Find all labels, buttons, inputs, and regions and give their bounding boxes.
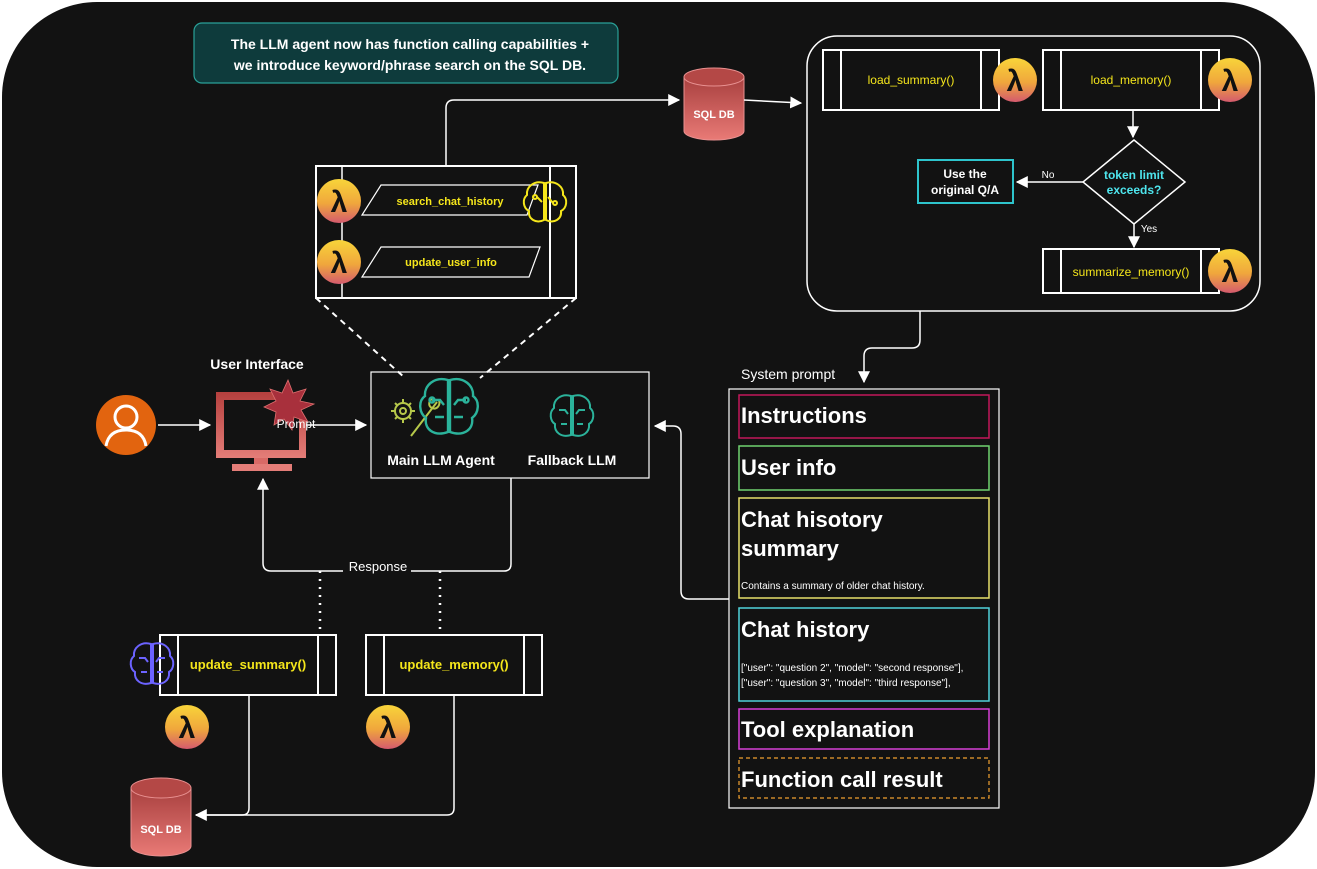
load-summary-label: load_summary() [868,73,955,87]
burst-icon [263,378,316,432]
user-info-section [738,445,990,491]
sql-db-bottom: SQL DB [130,777,192,857]
sql-db-top-label: SQL DB [693,109,734,121]
chat-summary-note: Contains a summary of older chat history… [741,581,925,592]
tool-explanation-section [738,708,990,750]
tool-explanation-label: Tool explanation [741,717,914,742]
update-summary-box: update_summary() [159,634,337,696]
update-memory-box: update_memory() [365,634,543,696]
chat-history-line: ["user": "question 3", "model": "third r… [741,678,951,689]
arrow-memory-to-system-prompt [858,311,921,384]
system-prompt-panel: Instructions User info Chat hisotory sum… [728,388,1000,809]
chat-summary-line-1: Chat hisotory [741,507,884,532]
monitor-icon [216,392,306,471]
svg-text:λ: λ [1222,256,1239,289]
fallback-agent-label: Fallback LLM [528,452,617,468]
update-user-info-label: update_user_info [405,257,497,269]
lambda-icon: λ [993,58,1037,102]
instructions-section [738,394,990,439]
lambda-icon: λ [1208,249,1252,293]
response-label: Response [349,559,408,574]
token-limit-decision: token limit exceeds? [1081,139,1187,225]
chat-history-section [738,607,990,702]
update-memory-label: update_memory() [399,657,508,672]
sql-db-bottom-label: SQL DB [140,824,181,836]
brain-circuit-yellow-icon [522,181,568,223]
yes-label: Yes [1141,224,1157,235]
use-original-line-2: original Q/A [931,183,999,197]
svg-text:λ: λ [331,247,348,280]
lambda-icon: λ [366,705,410,749]
instructions-label: Instructions [741,403,867,428]
function-result-label: Function call result [741,767,943,792]
use-original-line-1: Use the [943,167,987,181]
svg-text:λ: λ [331,186,348,219]
sql-db-top: SQL DB [683,67,745,141]
response-label-bg [343,558,411,574]
arrow-system-prompt-to-agent [653,420,729,600]
update-user-info-tool: update_user_info [360,246,541,278]
agents-box: Main LLM Agent Fallback LLM [370,371,650,479]
banner: The LLM agent now has function calling c… [193,22,619,84]
load-memory-box: load_memory() [1042,49,1220,111]
decision-line-1: token limit [1104,168,1164,182]
no-label: No [1042,170,1055,181]
use-original-box: Use the original Q/A [917,159,1014,204]
chat-history-line: ["user": "question 2", "model": "second … [741,663,963,674]
svg-text:λ: λ [1007,65,1024,98]
brain-circuit-teal-icon [419,377,479,435]
lambda-icon: λ [165,705,209,749]
arrow-tools-to-sqldb [445,94,681,166]
chat-summary-line-2: summary [741,536,840,561]
user-info-label: User info [741,455,836,480]
load-summary-box: load_summary() [822,49,1000,111]
summarize-memory-label: summarize_memory() [1073,265,1190,279]
zoom-line-right [479,297,577,379]
load-memory-label: load_memory() [1091,73,1172,87]
arrow-sqldb-to-memory [743,96,803,109]
lambda-icon: λ [1208,58,1252,102]
svg-text:λ: λ [1222,65,1239,98]
lambda-icon: λ [317,240,361,284]
lambda-icon: λ [317,179,361,223]
banner-text-line-1: The LLM agent now has function calling c… [231,36,589,52]
chat-summary-section [738,497,990,599]
main-agent-label: Main LLM Agent [387,452,495,468]
svg-text:λ: λ [380,712,397,745]
search-chat-history-label: search_chat_history [397,196,505,208]
svg-text:λ: λ [179,712,196,745]
chat-history-label: Chat history [741,617,870,642]
user-interface-title: User Interface [210,356,304,372]
decision-line-2: exceeds? [1107,183,1162,197]
zoom-line-left [315,297,406,379]
brain-circuit-blue-icon [129,642,175,685]
tools-panel: search_chat_history update_user_info [315,165,577,299]
update-summary-label: update_summary() [190,657,306,672]
function-result-section [738,757,990,799]
search-chat-history-tool: search_chat_history [360,184,539,216]
arrow-memory-to-db [196,695,455,816]
user-icon [96,395,156,455]
system-prompt-title: System prompt [741,366,835,382]
prompt-label: Prompt [277,417,316,431]
banner-text-line-2: we introduce keyword/phrase search on th… [233,57,586,73]
memory-panel: load_summary() load_memory() token limit… [806,35,1261,312]
fallback-brain-icon [549,394,595,437]
